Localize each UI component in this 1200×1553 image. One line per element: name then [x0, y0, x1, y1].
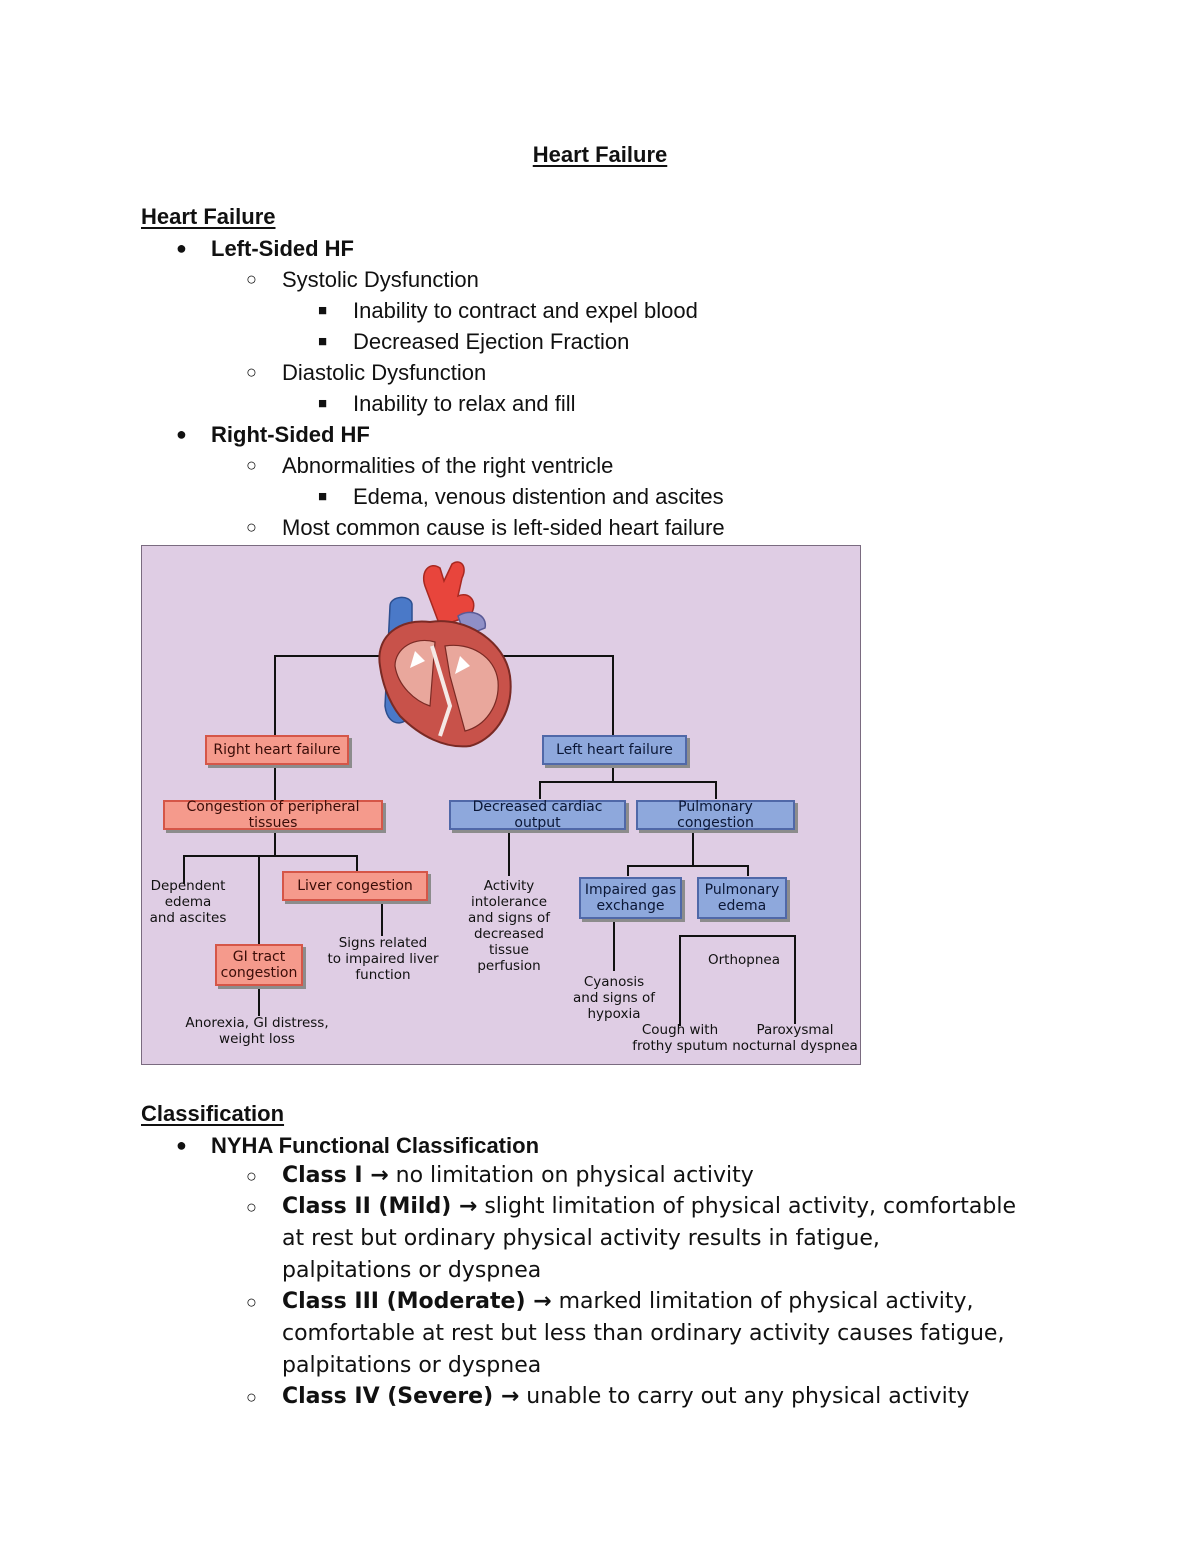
box-liver-congestion: Liver congestion [282, 871, 428, 901]
box-impaired-gas: Impaired gas exchange [579, 877, 682, 919]
list-item-right-2: Most common cause is left-sided heart fa… [282, 515, 725, 540]
label-cyanosis: Cyanosis and signs of hypoxia [573, 974, 655, 1022]
bullet-circle-icon: ○ [246, 362, 257, 382]
class-2-label: Class II (Mild) → [282, 1194, 478, 1219]
list-item-class-2-line-2: at rest but ordinary physical activity r… [282, 1226, 880, 1251]
bullet-square-icon: ■ [318, 333, 328, 350]
bullet-circle-icon: ○ [246, 1197, 257, 1217]
bullet-square-icon: ■ [318, 302, 328, 319]
class-4-label: Class IV (Severe) → [282, 1384, 520, 1409]
list-item-diastolic: Diastolic Dysfunction [282, 360, 487, 385]
list-item-systolic-2: Decreased Ejection Fraction [353, 329, 630, 354]
label-signs-liver: Signs related to impaired liver function [327, 935, 439, 983]
section-heading-heart-failure: Heart Failure [141, 204, 276, 229]
box-left-heart-failure: Left heart failure [542, 735, 687, 765]
label-activity-intolerance: Activity intolerance and signs of decrea… [468, 878, 550, 974]
box-gi-tract: GI tract congestion [215, 944, 303, 986]
bullet-disc-icon: ● [176, 424, 187, 444]
bullet-circle-icon: ○ [246, 1387, 257, 1407]
list-item-class-4: Class IV (Severe) → unable to carry out … [282, 1384, 969, 1410]
box-pulmonary-congestion: Pulmonary congestion [636, 799, 795, 831]
list-item-class-2-line-3: palpitations or dyspnea [282, 1258, 542, 1283]
list-item-class-1: Class I → no limitation on physical acti… [282, 1163, 754, 1189]
bullet-circle-icon: ○ [246, 269, 257, 289]
bullet-circle-icon: ○ [246, 517, 257, 537]
label-orthopnea: Orthopnea [708, 952, 780, 968]
class-3-text: marked limitation of physical activity, [551, 1289, 974, 1314]
document-title: Heart Failure [532, 142, 668, 167]
heart-illustration-icon [378, 561, 512, 748]
box-congestion-peripheral: Congestion of peripheral tissues [163, 799, 383, 831]
list-item-class-3: Class III (Moderate) → marked limitation… [282, 1289, 974, 1315]
box-right-heart-failure: Right heart failure [205, 735, 349, 765]
list-item-right-1: Abnormalities of the right ventricle [282, 453, 614, 478]
bullet-square-icon: ■ [318, 488, 328, 505]
box-decreased-output: Decreased cardiac output [449, 799, 626, 831]
list-item-class-2: Class II (Mild) → slight limitation of p… [282, 1194, 1016, 1220]
class-1-text: no limitation on physical activity [388, 1163, 754, 1188]
list-item-systolic-1: Inability to contract and expel blood [353, 298, 698, 323]
bullet-disc-icon: ● [176, 1135, 187, 1155]
class-1-label: Class I → [282, 1163, 389, 1188]
list-item-class-3-line-2: comfortable at rest but less than ordina… [282, 1321, 1005, 1346]
label-anorexia: Anorexia, GI distress, weight loss [185, 1015, 329, 1047]
label-paroxysmal: Paroxysmal nocturnal dyspnea [732, 1022, 858, 1054]
heart-failure-diagram: Right heart failure Left heart failure C… [141, 545, 861, 1065]
class-2-text: slight limitation of physical activity, … [477, 1194, 1016, 1219]
section-heading-classification: Classification [141, 1101, 285, 1126]
label-cough: Cough with frothy sputum [632, 1022, 728, 1054]
list-item-right-1-1: Edema, venous distention and ascites [353, 484, 724, 509]
list-item-right-sided: Right-Sided HF [211, 422, 370, 447]
class-3-label: Class III (Moderate) → [282, 1289, 552, 1314]
list-item-class-3-line-3: palpitations or dyspnea [282, 1353, 542, 1378]
list-item-systolic: Systolic Dysfunction [282, 267, 479, 292]
bullet-circle-icon: ○ [246, 1292, 257, 1312]
bullet-square-icon: ■ [318, 395, 328, 412]
list-item-nyha: NYHA Functional Classification [211, 1133, 540, 1158]
class-4-text: unable to carry out any physical activit… [519, 1384, 970, 1409]
box-pulmonary-edema: Pulmonary edema [697, 877, 787, 919]
list-item-left-sided: Left-Sided HF [211, 236, 354, 261]
bullet-circle-icon: ○ [246, 1166, 257, 1186]
bullet-circle-icon: ○ [246, 455, 257, 475]
diagram-connector-lines [183, 655, 796, 1026]
bullet-disc-icon: ● [176, 238, 187, 258]
label-dependent-edema: Dependent edema and ascites [149, 878, 227, 926]
list-item-diastolic-1: Inability to relax and fill [353, 391, 576, 416]
